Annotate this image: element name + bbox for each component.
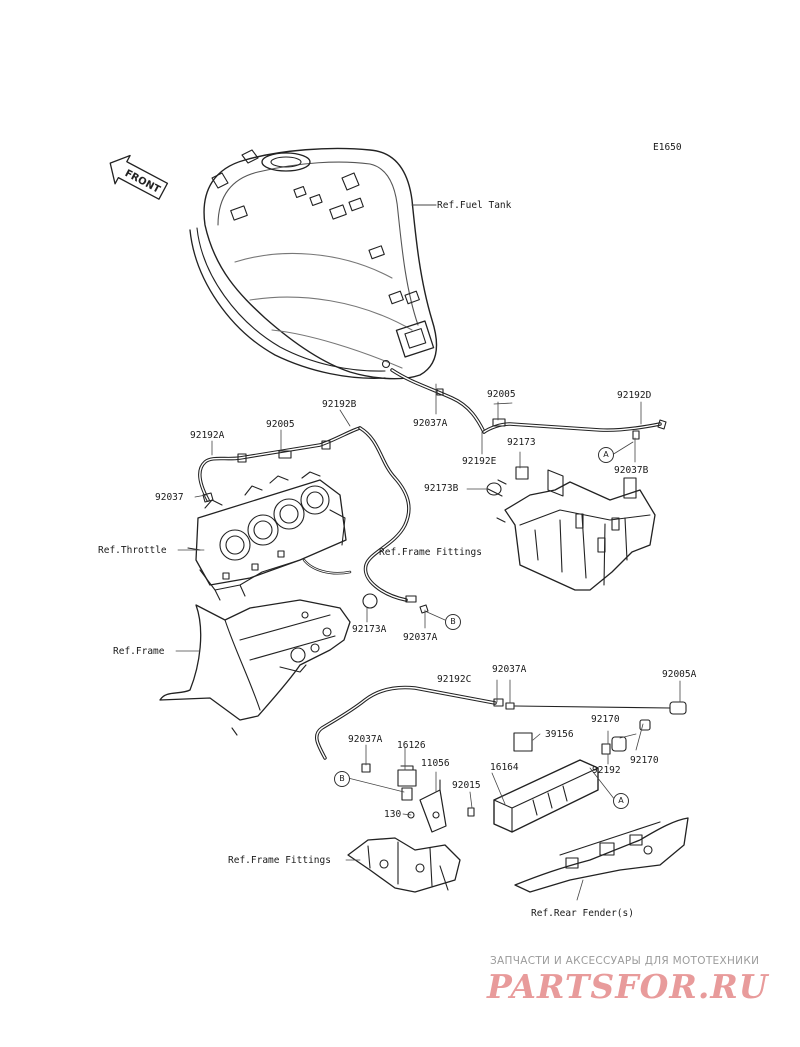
part-label: 92037A bbox=[348, 734, 383, 745]
part-label: 92192E bbox=[462, 456, 497, 467]
part-label: 130 bbox=[384, 809, 402, 820]
part-label: 16164 bbox=[490, 762, 519, 773]
part-label: 92192 bbox=[592, 765, 621, 776]
part-label: 92192B bbox=[322, 399, 357, 410]
part-label: 92192D bbox=[617, 390, 652, 401]
marker-b-lower: B bbox=[334, 771, 350, 787]
ref-fuel-tank: Ref.Fuel Tank bbox=[437, 200, 512, 211]
ref-rear-fender: Ref.Rear Fender(s) bbox=[531, 908, 634, 919]
watermark-tagline: ЗАПЧАСТИ И АКСЕССУАРЫ ДЛЯ МОТОТЕХНИКИ bbox=[490, 955, 760, 967]
part-label: 92037A bbox=[492, 664, 527, 675]
rear-fender-drawing bbox=[514, 817, 689, 893]
part-label: 11056 bbox=[421, 758, 450, 769]
frame-fittings-upper-drawing bbox=[486, 466, 656, 591]
breather-hose-left bbox=[198, 426, 429, 614]
part-label: 92173B bbox=[424, 483, 459, 494]
part-label: 92005 bbox=[266, 419, 295, 430]
part-label: 16126 bbox=[397, 740, 426, 751]
part-label: 92037A bbox=[413, 418, 448, 429]
ref-frame-fittings-lower: Ref.Frame Fittings bbox=[228, 855, 331, 866]
part-label: 92170 bbox=[630, 755, 659, 766]
marker-b-upper: B bbox=[445, 614, 461, 630]
front-arrow-icon: FRONT bbox=[109, 154, 169, 200]
part-label: 92173A bbox=[352, 624, 387, 635]
part-label: 92015 bbox=[452, 780, 481, 791]
throttle-body-drawing bbox=[187, 471, 352, 601]
breather-hose-upper-right bbox=[390, 368, 667, 440]
part-label: 92173 bbox=[507, 437, 536, 448]
fuel-tank-drawing bbox=[189, 147, 438, 380]
marker-a-lower: A bbox=[613, 793, 629, 809]
part-label: 92005A bbox=[662, 669, 697, 680]
leader-lines bbox=[175, 383, 681, 901]
frame-fittings-lower-drawing bbox=[347, 837, 461, 893]
part-label: 92037B bbox=[614, 465, 649, 476]
frame-drawing bbox=[159, 599, 351, 736]
part-label: 39156 bbox=[545, 729, 574, 740]
marker-a-upper: A bbox=[598, 447, 614, 463]
ref-frame-fittings-upper: Ref.Frame Fittings bbox=[379, 547, 482, 558]
canister-16164-drawing bbox=[493, 719, 651, 833]
part-label: 92170 bbox=[591, 714, 620, 725]
part-label: 92037 bbox=[155, 492, 184, 503]
diagram-code: E1650 bbox=[653, 142, 682, 153]
part-label: 92037A bbox=[403, 632, 438, 643]
watermark-logo: PARTSFOR.RU bbox=[487, 967, 769, 1006]
ref-throttle: Ref.Throttle bbox=[98, 545, 167, 556]
grommet-92173a bbox=[362, 593, 378, 609]
part-label: 92005 bbox=[487, 389, 516, 400]
part-label: 92192A bbox=[190, 430, 225, 441]
part-label: 92192C bbox=[437, 674, 472, 685]
ref-frame: Ref.Frame bbox=[113, 646, 165, 657]
